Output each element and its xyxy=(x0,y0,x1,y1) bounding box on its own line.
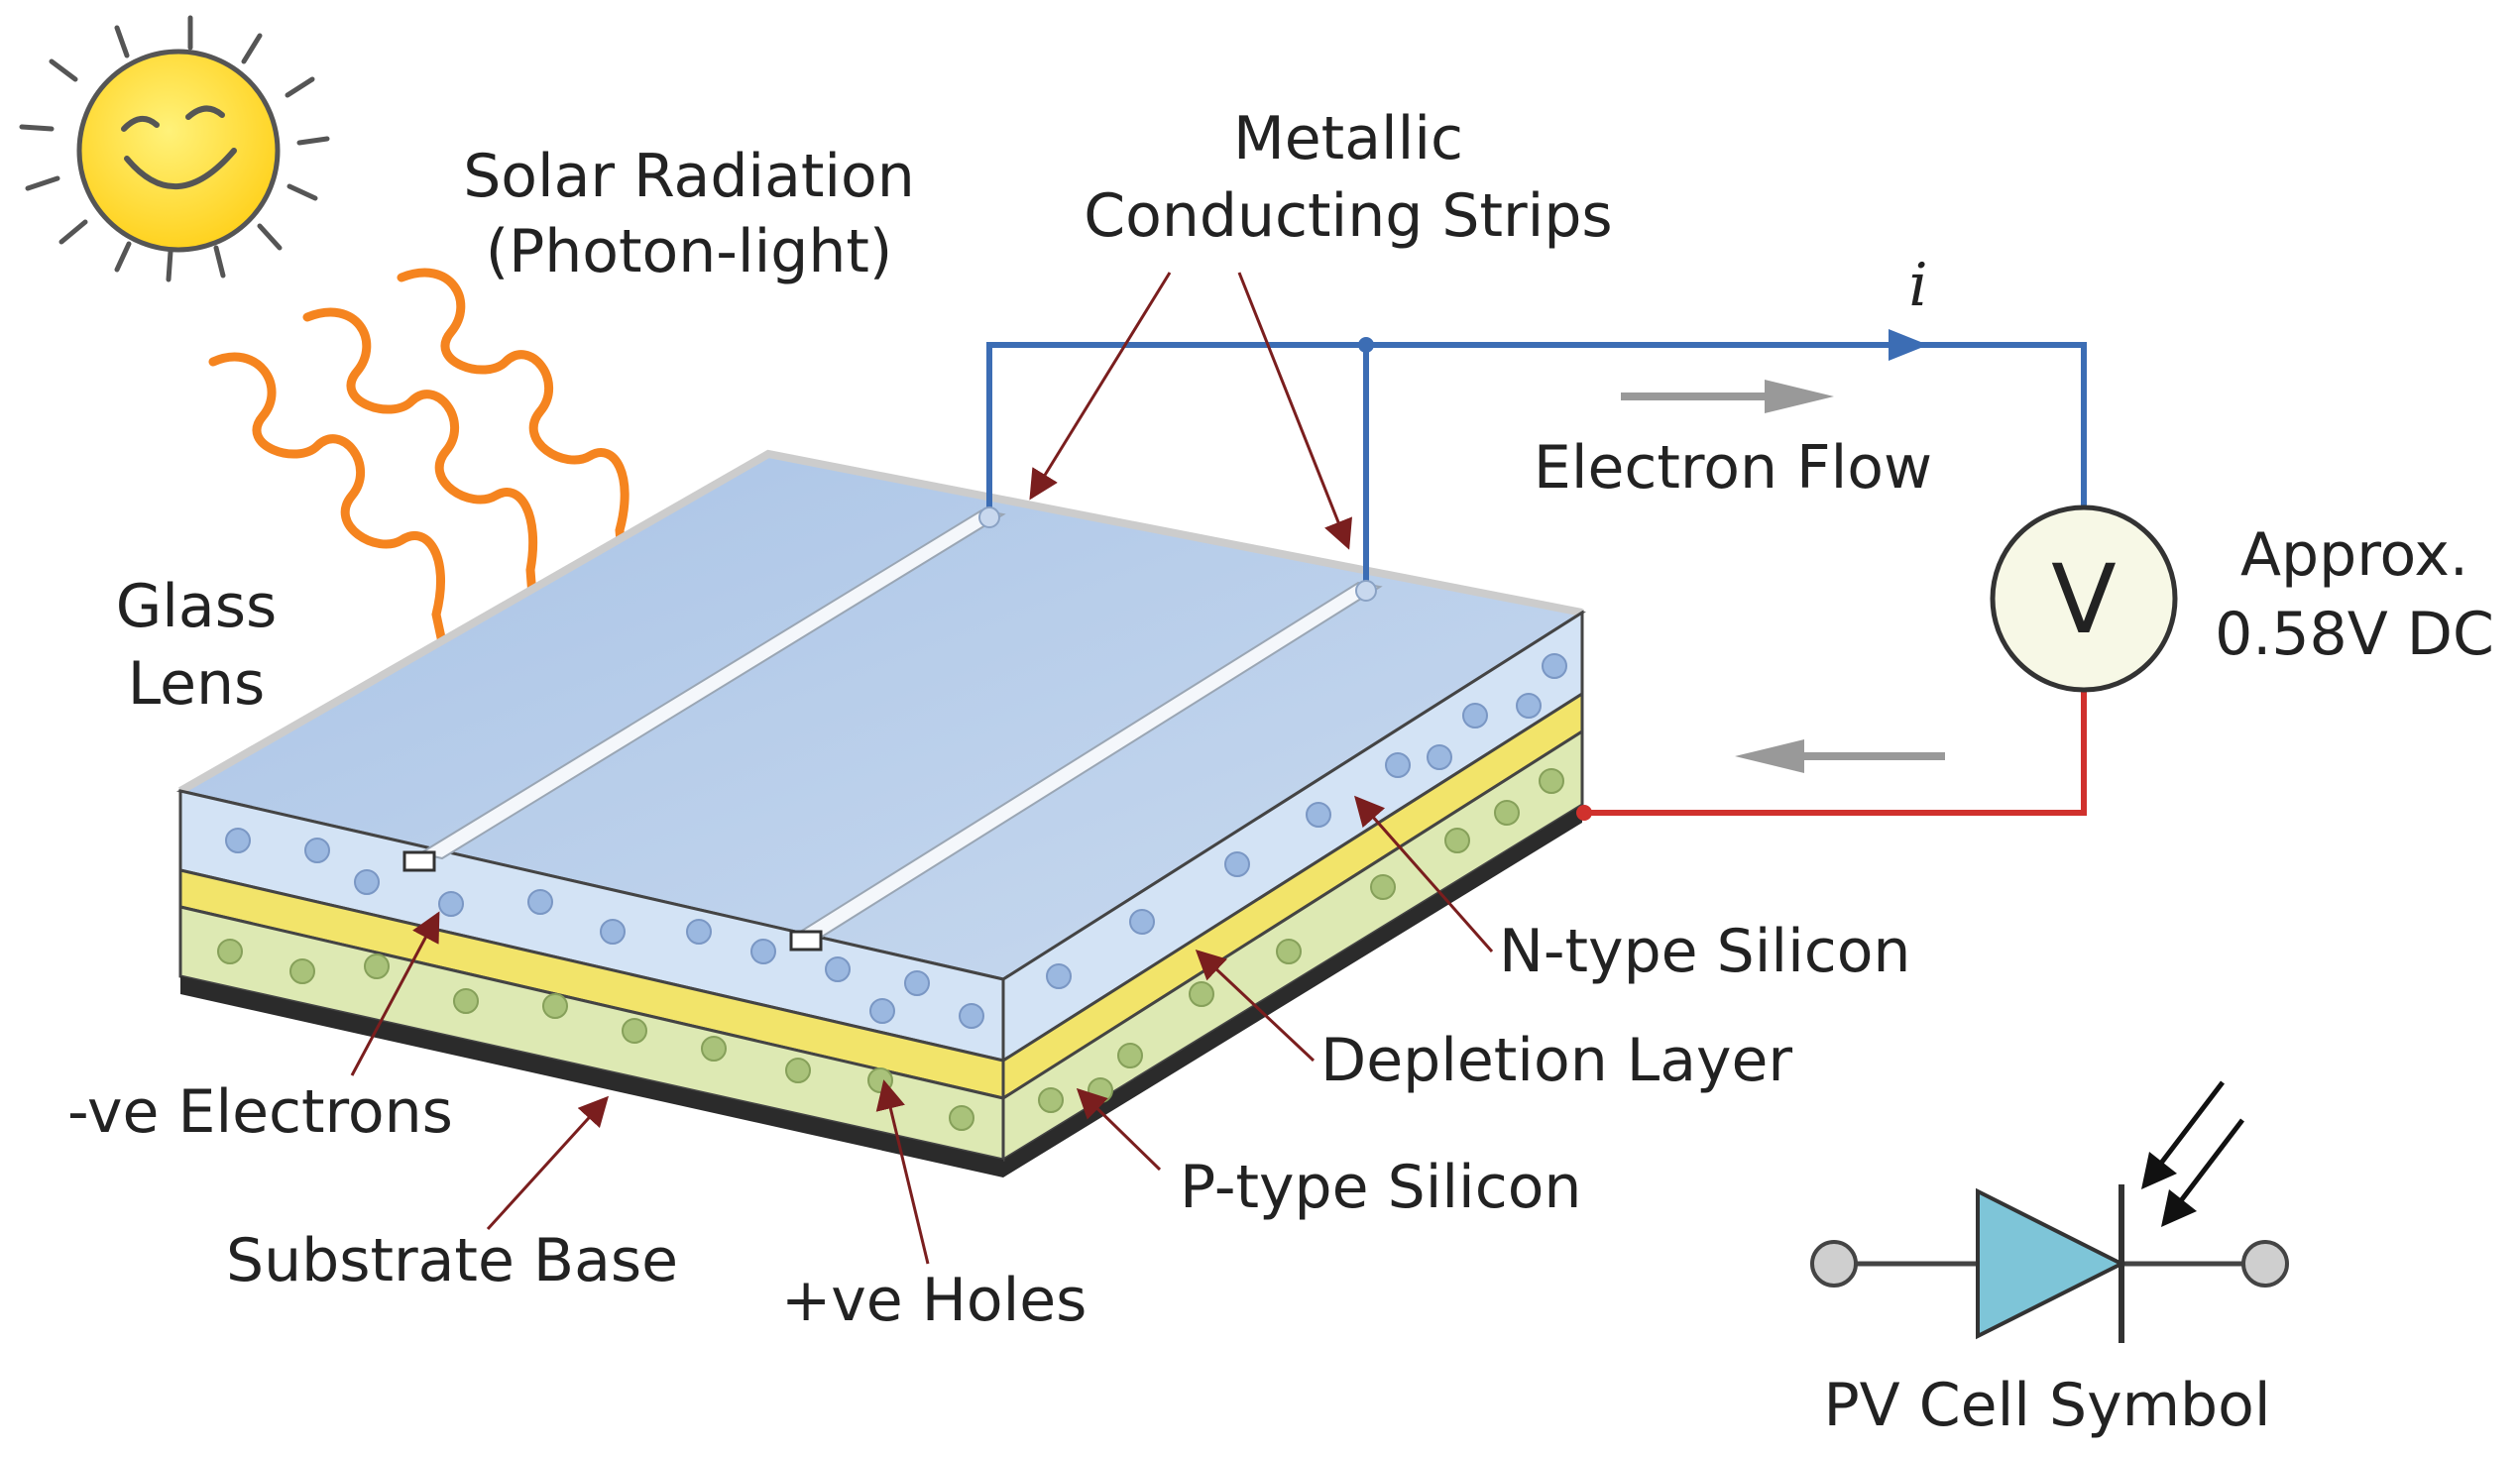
voltage-value: 0.58V DC xyxy=(2215,600,2494,669)
return-flow-arrow-icon xyxy=(1735,739,1945,773)
solar-radiation-sublabel: (Photon-light) xyxy=(486,217,893,286)
glass-lens-sublabel: Lens xyxy=(128,649,266,719)
electron-flow-label: Electron Flow xyxy=(1534,433,1932,503)
substrate-label: Substrate Base xyxy=(226,1226,678,1295)
solar-radiation-label: Solar Radiation xyxy=(463,142,915,211)
holes-label: +ve Holes xyxy=(781,1266,1087,1335)
substrate-side xyxy=(1003,805,1582,1177)
voltmeter-icon: V xyxy=(1990,504,2178,693)
electrons-label: -ve Electrons xyxy=(67,1077,453,1147)
pv-symbol-label: PV Cell Symbol xyxy=(1823,1371,2270,1440)
depletion-layer-label: Depletion Layer xyxy=(1320,1026,1792,1095)
pv-cell-symbol-icon xyxy=(1810,1080,2289,1343)
voltage-label: Approx. xyxy=(2240,520,2468,590)
current-label: i xyxy=(1908,251,1927,320)
leader-lines xyxy=(350,272,1494,1265)
sun-icon xyxy=(19,15,330,282)
voltmeter-label: V xyxy=(2051,544,2117,655)
p-type-label: P-type Silicon xyxy=(1180,1153,1581,1222)
metallic-strips-sublabel: Conducting Strips xyxy=(1084,181,1612,251)
circuit-wire-red xyxy=(1584,684,2087,816)
solar-radiation-rays xyxy=(208,268,630,689)
substrate-front xyxy=(180,976,1003,1177)
circuit-wire-blue xyxy=(986,342,2087,587)
electron-dots xyxy=(225,653,1567,1029)
glass-lens-label: Glass xyxy=(116,572,277,641)
electron-flow-arrow-icon xyxy=(1621,380,1834,413)
metallic-strips-label: Metallic xyxy=(1233,104,1463,173)
n-type-label: N-type Silicon xyxy=(1499,917,1910,986)
solar-cell-block xyxy=(175,449,1586,1177)
current-arrow-icon xyxy=(1889,329,1928,361)
